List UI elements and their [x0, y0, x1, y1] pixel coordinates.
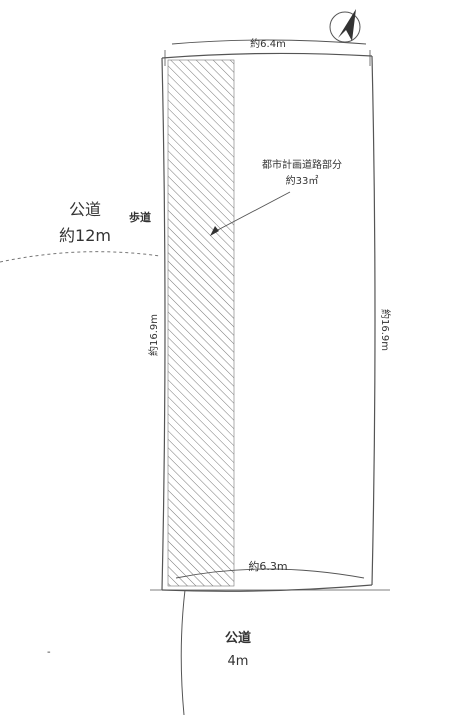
west-road-name: 公道: [69, 200, 101, 219]
south-road-edges: [180, 589, 186, 715]
west-road-edge: [0, 251, 161, 263]
bottom-width-label: 約6.3m: [248, 559, 287, 573]
south-road-width: 4m: [228, 654, 249, 669]
dimension-lines: [171, 39, 367, 579]
planned-road-title: 都市計画道路部分: [262, 158, 342, 171]
planned-road-hatched-area: [167, 59, 235, 587]
lot-boundary: [150, 50, 390, 592]
leader-line: [210, 191, 291, 236]
sidewalk-label: 歩道: [129, 210, 151, 224]
right-depth-label: 約16.9m: [379, 309, 392, 351]
top-width-label: 約6.4m: [250, 37, 286, 50]
west-road-width: 約12m: [59, 226, 111, 245]
planned-road-area: 約33㎡: [286, 174, 319, 187]
south-road-name: 公道: [225, 630, 251, 646]
left-depth-label: 約16.9m: [147, 314, 160, 356]
north-arrow-icon: [329, 9, 361, 43]
margin-mark: -: [47, 647, 51, 658]
